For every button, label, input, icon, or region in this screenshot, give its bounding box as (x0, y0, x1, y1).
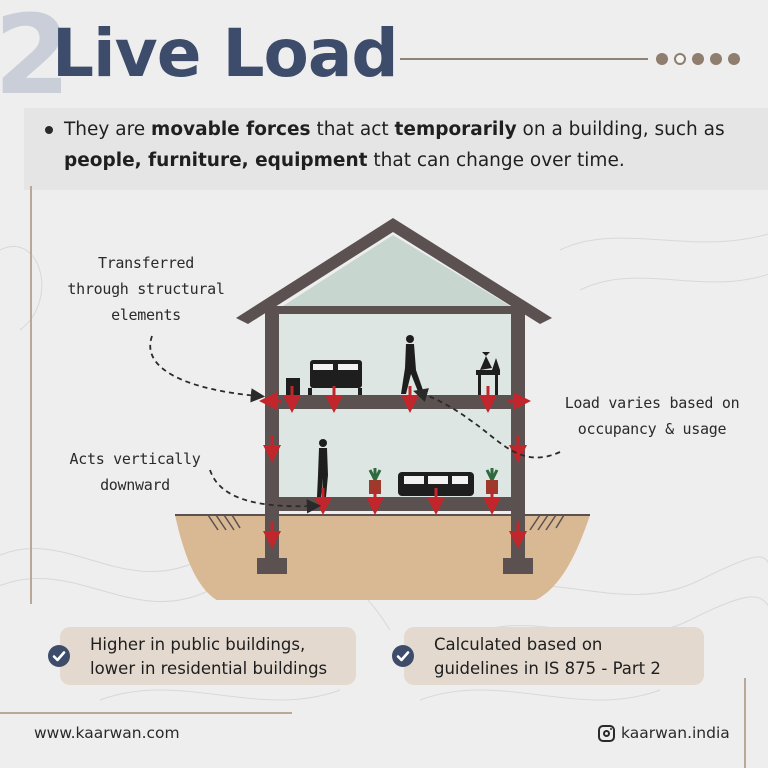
leader-varies (413, 388, 561, 459)
check-circle-icon (392, 645, 414, 667)
ground-hatch-right (529, 514, 565, 531)
annotation-line: Transferred (97, 254, 195, 272)
page-dot[interactable] (692, 53, 704, 65)
card-line: lower in residential buildings (90, 659, 328, 678)
person-walking (401, 335, 424, 394)
info-card-public: Higher in public buildings, lower in res… (60, 627, 356, 685)
intro-text-run: on a building, such as (516, 119, 725, 140)
page-dot[interactable] (728, 53, 740, 65)
page-dot[interactable] (710, 53, 722, 65)
annotation-varies: Load varies based on occupancy & usage (552, 390, 752, 442)
page-dot[interactable] (674, 53, 686, 65)
plant-right (485, 468, 499, 494)
card-line: Higher in public buildings, (90, 635, 306, 654)
intro-text-run: They are (64, 119, 152, 140)
card-line: guidelines in IS 875 - Part 2 (434, 659, 661, 678)
right-column (511, 310, 525, 520)
annotation-line: through structural (67, 280, 225, 298)
intro-text-run: that can change over time. (367, 150, 625, 171)
section-number: 2 (0, 0, 71, 119)
standing-person (317, 439, 328, 497)
desk-lamp (476, 352, 500, 395)
intro-text-run: that act (310, 119, 395, 140)
intro-emphasis: movable forces (151, 119, 311, 140)
page-indicator (656, 51, 740, 67)
card-line: Calculated based on (434, 635, 603, 654)
sofa (398, 472, 474, 496)
footer-vertical-divider (744, 678, 746, 768)
left-footing (257, 558, 287, 574)
intro-emphasis: temporarily (394, 119, 517, 140)
roof-beam (265, 306, 525, 314)
instagram-label: kaarwan.india (621, 724, 730, 742)
website-link[interactable]: www.kaarwan.com (34, 724, 180, 742)
annotation-line: downward (100, 476, 170, 494)
instagram-icon (598, 724, 615, 742)
left-column (265, 310, 279, 520)
annotation-vertical: Acts vertically downward (62, 446, 208, 498)
left-divider (30, 186, 32, 604)
first-floor-slab (265, 395, 525, 409)
annotation-line: occupancy & usage (577, 420, 727, 438)
right-footing (503, 558, 533, 574)
bed (308, 360, 362, 395)
ground-soil (175, 515, 590, 600)
intro-band (24, 108, 768, 190)
load-arrows (259, 386, 531, 549)
annotation-line: Acts vertically (69, 450, 201, 468)
footer-divider (0, 712, 292, 714)
ground-hatch-left (207, 514, 241, 531)
page-title: Live Load (52, 15, 399, 92)
bullet-icon (45, 126, 53, 134)
intro-emphasis: people, furniture, equipment (64, 150, 368, 171)
check-circle-icon (48, 645, 70, 667)
annotation-transferred: Transferred through structural elements (56, 250, 236, 328)
intro-paragraph: They are movable forces that act tempora… (64, 114, 754, 176)
title-divider (400, 58, 648, 60)
page-dot[interactable] (656, 53, 668, 65)
roof-fill (283, 235, 510, 306)
house-diagram (149, 218, 590, 600)
ground-floor-slab (265, 497, 525, 511)
plant-left (368, 468, 382, 494)
leader-vertical (209, 469, 322, 514)
leader-transfer (149, 335, 266, 403)
info-card-is875: Calculated based on guidelines in IS 875… (404, 627, 704, 685)
instagram-handle[interactable]: kaarwan.india (598, 724, 730, 742)
annotation-line: elements (111, 306, 181, 324)
annotation-line: Load varies based on (564, 394, 740, 412)
lower-room (279, 409, 511, 497)
